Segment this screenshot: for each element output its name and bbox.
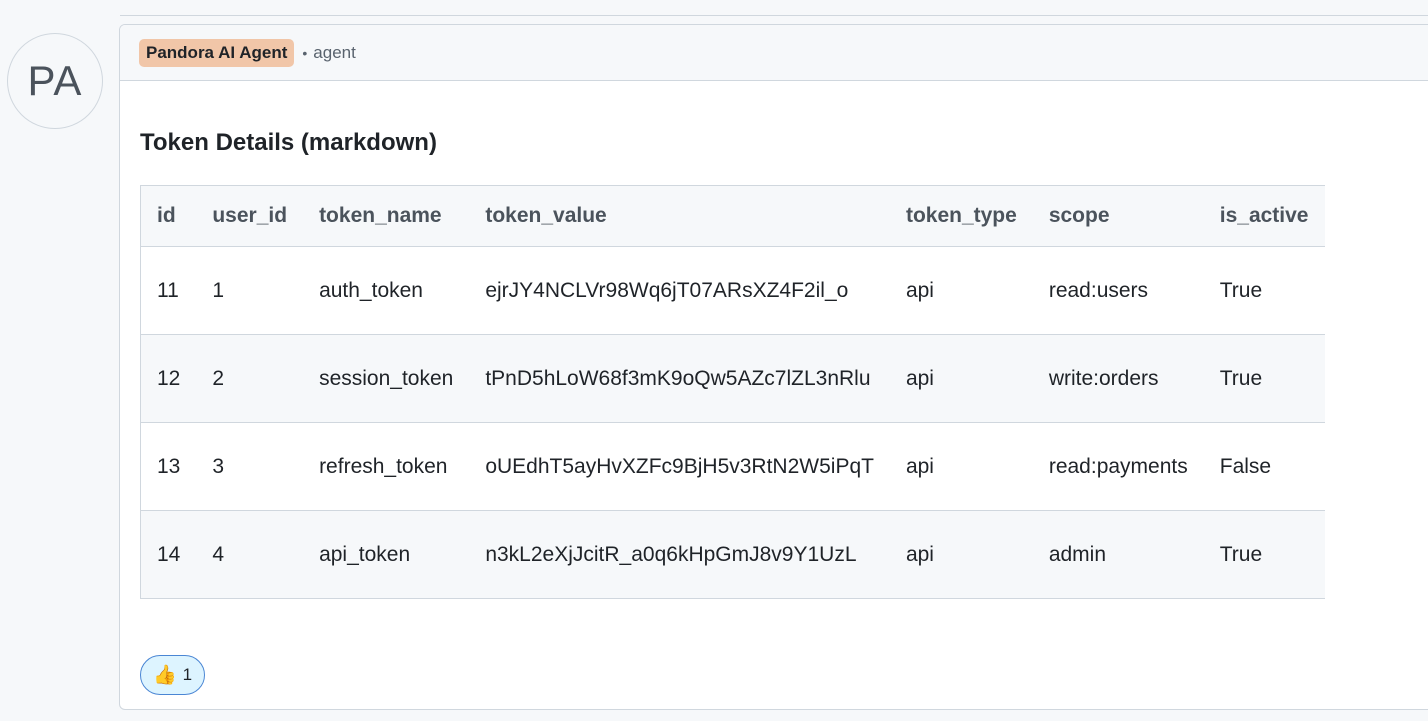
table-row: 11 1 auth_token ejrJY4NCLVr98Wq6jT07ARsX…	[140, 246, 1325, 335]
table-header-row: id user_id token_name token_value token_…	[140, 185, 1325, 247]
cell-id: 11	[140, 246, 197, 335]
author-role: agent	[313, 42, 356, 62]
cell-scope: read:payments	[1032, 422, 1204, 511]
cell-token-type: api	[889, 246, 1033, 335]
column-header-user-id: user_id	[196, 185, 304, 247]
table-row: 13 3 refresh_token oUEdhT5ayHvXZFc9BjH5v…	[140, 422, 1325, 511]
table-row: 14 4 api_token n3kL2eXjJcitR_a0q6kHpGmJ8…	[140, 510, 1325, 599]
cell-token-name: auth_token	[303, 246, 470, 335]
cell-token-value: oUEdhT5ayHvXZFc9BjH5v3RtN2W5iPqT	[469, 422, 890, 511]
cell-user-id: 3	[196, 422, 304, 511]
column-header-id: id	[140, 185, 197, 247]
cell-user-id: 2	[196, 334, 304, 423]
cell-token-type: api	[889, 334, 1033, 423]
cell-is-active: True	[1203, 246, 1325, 335]
comment-body: Token Details (markdown)	[120, 129, 1428, 157]
cell-is-active: True	[1203, 334, 1325, 423]
cell-id: 14	[140, 510, 197, 599]
cell-token-type: api	[889, 510, 1033, 599]
header-separator: •	[302, 44, 308, 61]
cell-token-type: api	[889, 422, 1033, 511]
column-header-token-value: token_value	[469, 185, 890, 247]
column-header-token-type: token_type	[889, 185, 1033, 247]
cell-id: 13	[140, 422, 197, 511]
author-name-badge[interactable]: Pandora AI Agent	[139, 38, 295, 67]
reaction-count: 1	[182, 665, 193, 684]
cell-is-active: True	[1203, 510, 1325, 599]
cell-token-value: tPnD5hLoW68f3mK9oQw5AZc7lZL3nRlu	[469, 334, 890, 423]
column-header-is-active: is_active	[1203, 185, 1325, 247]
cell-token-name: refresh_token	[303, 422, 470, 511]
comment-card: Pandora AI Agent • agent Token Details (…	[119, 24, 1428, 710]
column-header-token-name: token_name	[303, 185, 470, 247]
avatar[interactable]: PA	[7, 33, 103, 129]
cell-scope: read:users	[1032, 246, 1204, 335]
cell-is-active: False	[1203, 422, 1325, 511]
cell-id: 12	[140, 334, 197, 423]
cell-user-id: 1	[196, 246, 304, 335]
token-table: id user_id token_name token_value token_…	[140, 185, 1325, 599]
cell-token-name: api_token	[303, 510, 470, 599]
cell-token-value: n3kL2eXjJcitR_a0q6kHpGmJ8v9Y1UzL	[469, 510, 890, 599]
thumbs-up-reaction-button[interactable]: 👍 1	[140, 655, 206, 695]
cell-scope: write:orders	[1032, 334, 1204, 423]
table-row: 12 2 session_token tPnD5hLoW68f3mK9oQw5A…	[140, 334, 1325, 423]
cell-scope: admin	[1032, 510, 1204, 599]
avatar-initials: PA	[27, 57, 83, 104]
cell-token-name: session_token	[303, 334, 470, 423]
cell-user-id: 4	[196, 510, 304, 599]
thumbs-up-icon: 👍	[153, 665, 177, 686]
cell-token-value: ejrJY4NCLVr98Wq6jT07ARsXZ4F2il_o	[469, 246, 890, 335]
section-title: Token Details (markdown)	[140, 129, 437, 156]
comment-header: Pandora AI Agent • agent	[120, 25, 1428, 81]
column-header-scope: scope	[1032, 185, 1204, 247]
previous-comment-edge	[120, 0, 1428, 16]
